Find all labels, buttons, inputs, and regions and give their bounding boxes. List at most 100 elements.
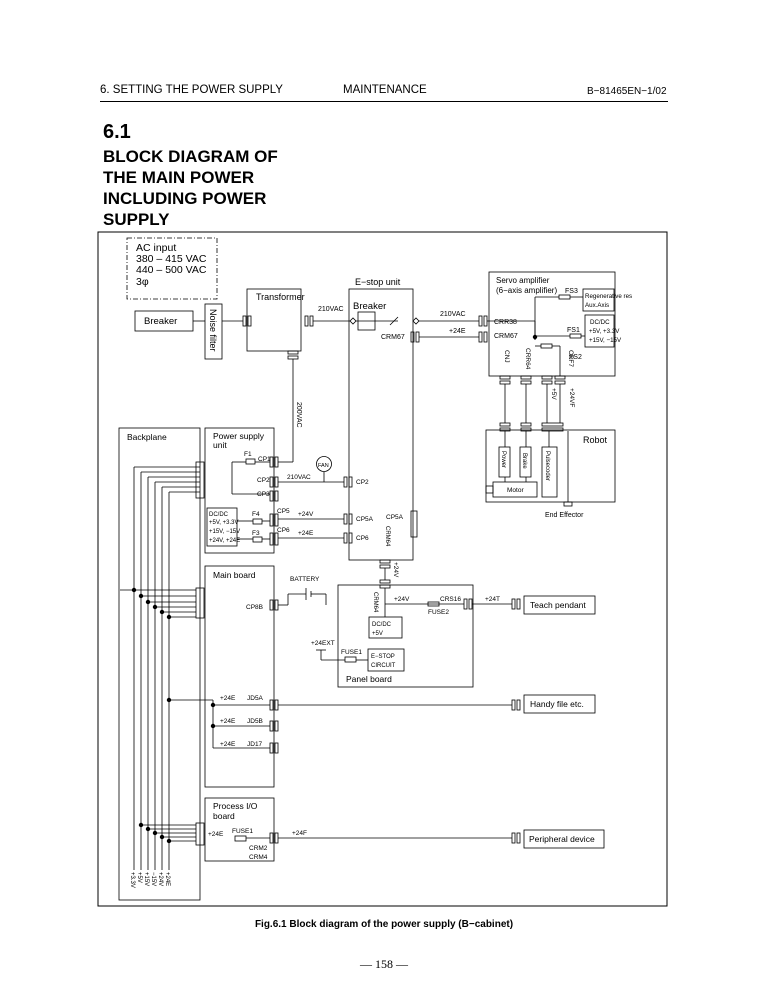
connector-pair [478,331,488,343]
process-io-label: board [213,811,235,821]
power-label: Power [500,451,506,468]
estop-unit-label: E−stop unit [355,277,401,287]
label-210vac-a: 210VAC [318,306,344,313]
connector-pair [499,375,511,385]
pio-fuse1-fuse [234,835,247,842]
robot-box [485,429,616,503]
jd5a-label: JD5A [247,695,264,702]
fs3-label: FS3 [565,288,578,295]
connector-pair [511,699,521,711]
process-io-label: Process I/O [213,801,258,811]
psu-box [204,427,275,554]
plus24e-b-label: +24E [298,530,314,537]
plus24f-label: +24F [292,830,307,837]
fan-icon [316,456,332,472]
psu-dcdc-box [206,507,238,547]
connector-pair [554,375,566,385]
servo-label: Servo amplifier [496,276,550,285]
robot-label: Robot [583,435,608,445]
rail-label: +3.3V [129,872,135,888]
section-title-line: SUPPLY [103,210,170,229]
cp1-label: CP1 [258,456,271,463]
header-chapter: 6. SETTING THE POWER SUPPLY [100,84,283,96]
psu-dcdc-label: +5V, +3.3V [209,520,238,526]
connector-pair [269,490,279,502]
regen-label: Regenerative res [585,293,632,300]
ac-input-box [126,237,218,300]
psu-label: Power supply [213,431,265,441]
connector-pair [269,513,279,527]
plus24t-label: +24T [485,596,500,603]
section-title-line: INCLUDING POWER [103,189,267,208]
connector-pair [287,350,299,360]
plus24v-c-label: +24V [394,596,410,603]
jd17-label: JD17 [247,741,263,748]
section-title: BLOCK DIAGRAM OF THE MAIN POWER INCLUDIN… [103,146,303,230]
figure-caption: Fig.6.1 Block diagram of the power suppl… [254,919,514,930]
connector-pair [478,315,488,327]
connector-pair [269,599,279,611]
fs2-fuse [540,343,553,349]
section-title-line: THE MAIN POWER [103,168,255,187]
f1-fuse [245,458,256,465]
rail-label: +15V [143,872,149,886]
noise-filter-label: Noise filter [208,309,218,352]
section-number: 6.1 [103,121,131,143]
estop-circuit-label: CIRCUIT [371,663,396,669]
fuse2-fuse [427,601,440,607]
cp5-label: CP5 [277,508,290,515]
psu-dcdc-label: +15V, −15V [209,529,240,535]
p5v-label: +5V [550,388,557,400]
estop-breaker-label: Breaker [353,301,386,312]
servo-dcdc-label: +5V, +3.3V [589,328,620,335]
crm64-label: CRM64 [384,526,390,547]
process-io-box [204,797,275,862]
header-center: MAINTENANCE [343,84,427,96]
estop-circuit-box [367,648,405,672]
fuse1-fuse [344,656,357,663]
panel-board-label: Panel board [346,674,392,684]
main-board-label: Main board [213,570,256,580]
ac-input-line: 380 – 415 VAC [136,253,207,265]
fs1-label: FS1 [567,327,580,334]
plus24e-a-label: +24E [449,328,466,335]
crs16-label: CRS16 [440,596,461,603]
fuse2-label: FUSE2 [428,609,449,616]
psu-label: unit [213,440,227,450]
connector-pair [242,315,252,327]
panel-dcdc-label: +5V [372,631,383,637]
panel-dcdc-label: DC/DC [372,622,392,628]
label-200vac: 200VAC [295,402,302,428]
f1-label: F1 [244,451,252,458]
page-number: — 158 — [360,957,408,971]
pio-fuse1-label: FUSE1 [232,828,253,835]
connector-pair [520,375,532,385]
jd5b-voltage-label: +24E [220,718,236,725]
crr64-label: CRR64 [524,348,531,370]
brake-label: Brake [521,453,527,469]
cp2-label: CP2 [257,477,270,484]
regen-label: Aux.Axis [585,302,609,309]
connector-pair [269,720,279,732]
crm67b-label: CRM67 [494,333,518,340]
servo-label: (6−axis amplifier) [496,286,557,295]
header-doc-number: B−81465EN−1/02 [587,86,667,97]
cp2b-label: CP2 [356,479,369,486]
diagram-frame [97,231,668,907]
psu-dcdc-label: DC/DC [209,512,229,518]
jd5a-voltage-label: +24E [220,695,236,702]
estop-circuit-label: E−STOP [371,654,395,660]
crm4-label: CRM4 [249,854,268,861]
f4-label: F4 [252,511,260,518]
crm67a-label: CRM67 [381,334,405,341]
crm2-label: CRM2 [249,845,268,852]
cp5a-label: CP5A [356,516,374,523]
motor-label: Motor [507,487,524,494]
backplane-label: Backplane [127,432,167,442]
connector-pair [541,422,564,432]
connector-pair [269,532,279,546]
plus24v-b-label: +24V [392,562,399,578]
connector-pair [541,375,553,385]
noise-filter-box [204,303,223,360]
crr38-label: CRR38 [494,319,517,326]
